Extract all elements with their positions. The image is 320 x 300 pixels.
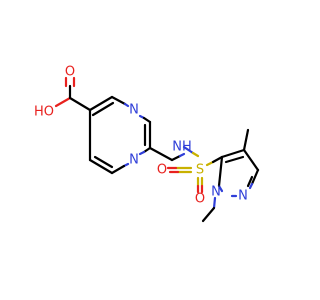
sulfonyl-o-bottom-label: O: [195, 192, 205, 207]
carboxyl-oh-label: HO: [34, 105, 54, 120]
pyrazole-n1-label: N: [211, 185, 221, 200]
pyrazole-ring: [201, 128, 260, 223]
molecule-structure: HO O N N NH S O O N N: [34, 65, 260, 223]
carboxyl-o-label: O: [65, 65, 75, 80]
sulfonyl-o-left-label: O: [157, 163, 167, 178]
sulfur-label: S: [196, 163, 204, 178]
sulfonamide-group: [166, 145, 224, 194]
pyrimidine-n-bottom-label: N: [129, 153, 139, 168]
pyrimidine-n-top-label: N: [129, 103, 139, 118]
pyrazole-n2-label: N: [238, 189, 248, 204]
amine-nh-label: NH: [172, 140, 192, 155]
carboxyl-group: [54, 76, 92, 112]
methylene-linker: [148, 146, 186, 162]
pyrimidine-ring: [88, 95, 152, 175]
